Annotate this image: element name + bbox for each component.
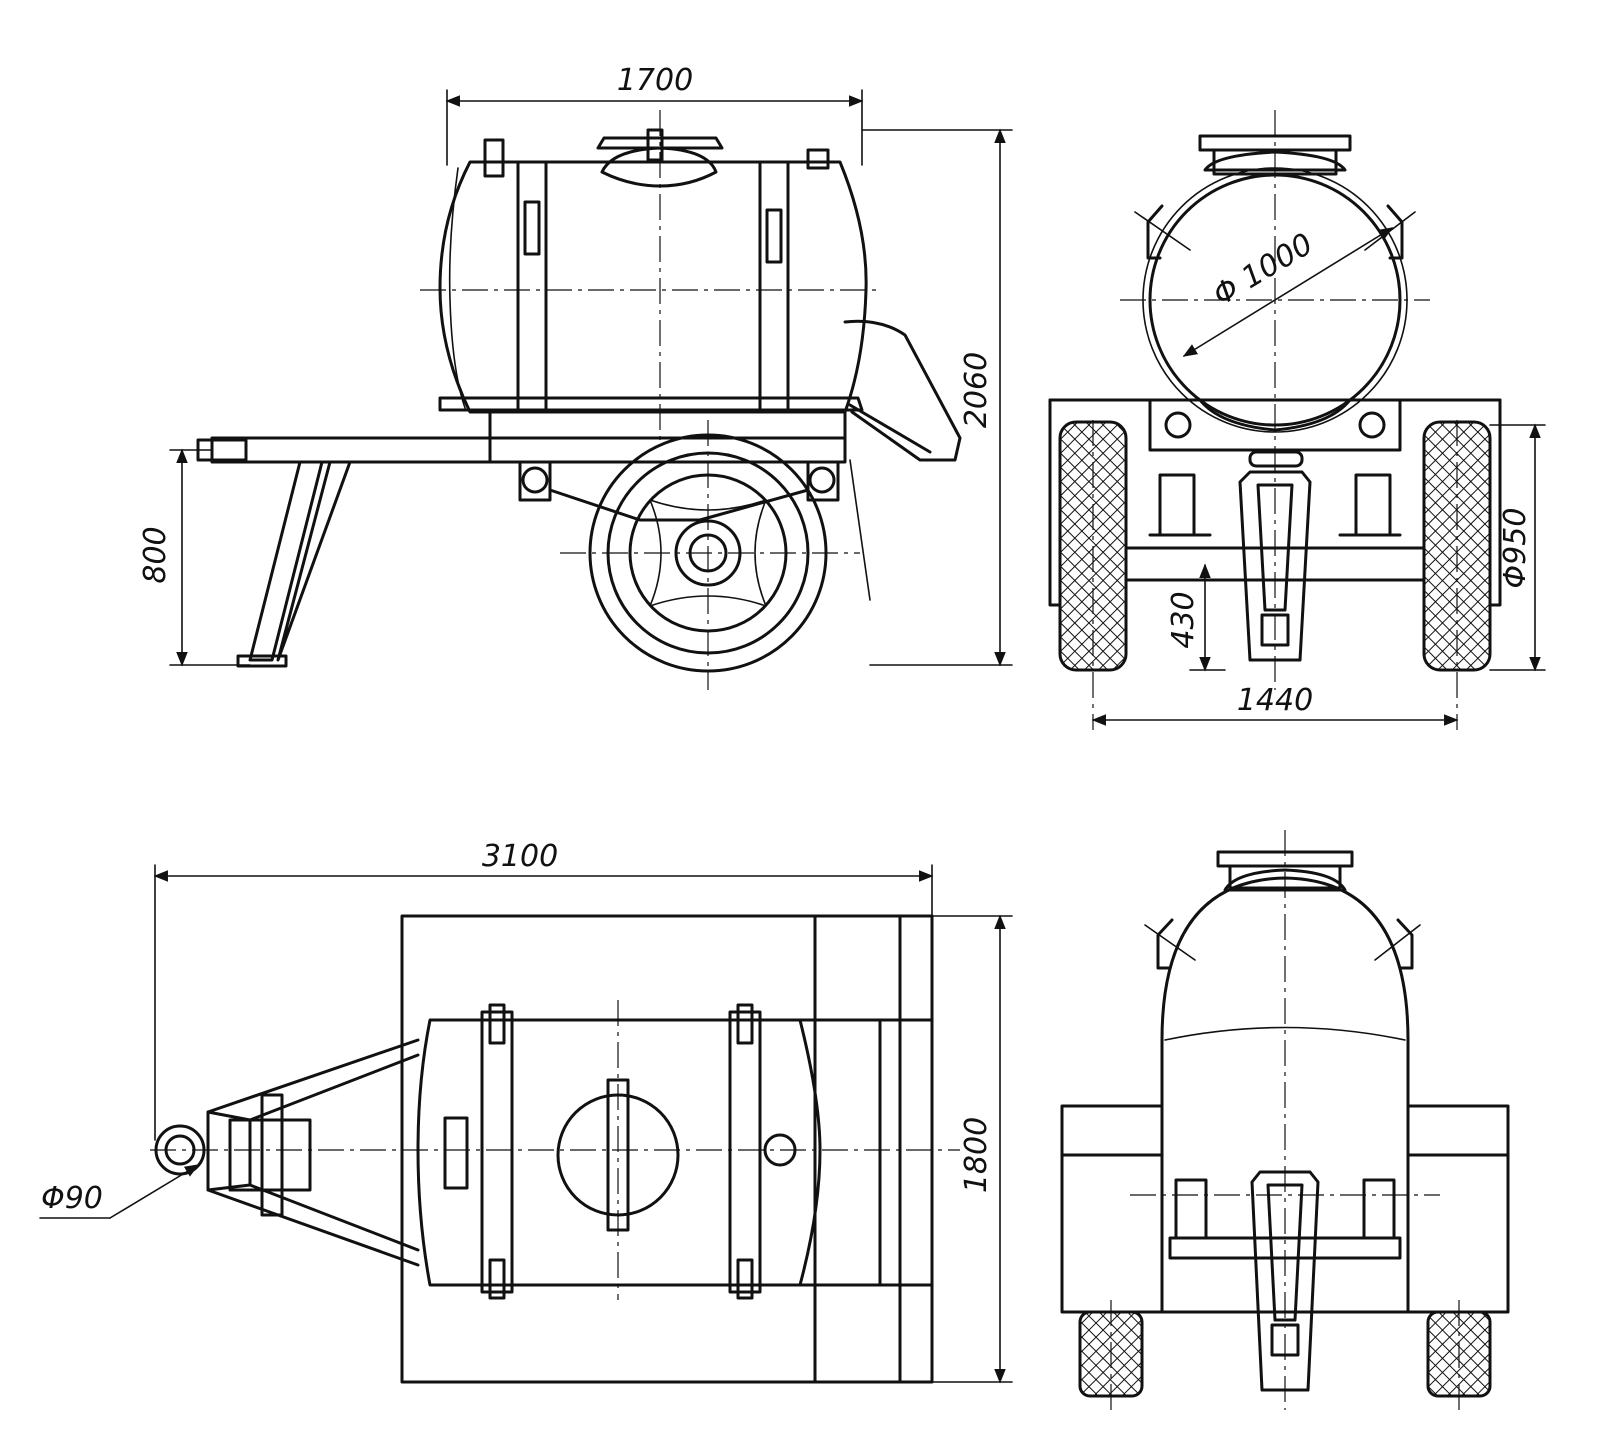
dim-axle-height: 430 <box>1166 591 1201 648</box>
dim-tank-length: 1700 <box>617 63 693 98</box>
side-view: 1700 2060 800 <box>138 63 1013 690</box>
top-view: 3100 1800 Φ90 <box>39 839 1013 1384</box>
dim-wheel-diameter: Φ950 <box>1498 508 1533 589</box>
dim-total-height: 2060 <box>959 352 994 428</box>
dim-hitch-ring-diameter: Φ90 <box>41 1181 103 1216</box>
dim-total-length: 3100 <box>482 839 558 874</box>
dim-hitch-height: 800 <box>138 526 173 583</box>
front-view: Φ 1000 Φ950 430 1440 <box>1048 110 1546 730</box>
dim-total-width: 1800 <box>959 1117 994 1193</box>
dim-track-width: 1440 <box>1237 683 1313 718</box>
rear-view <box>1060 830 1510 1410</box>
